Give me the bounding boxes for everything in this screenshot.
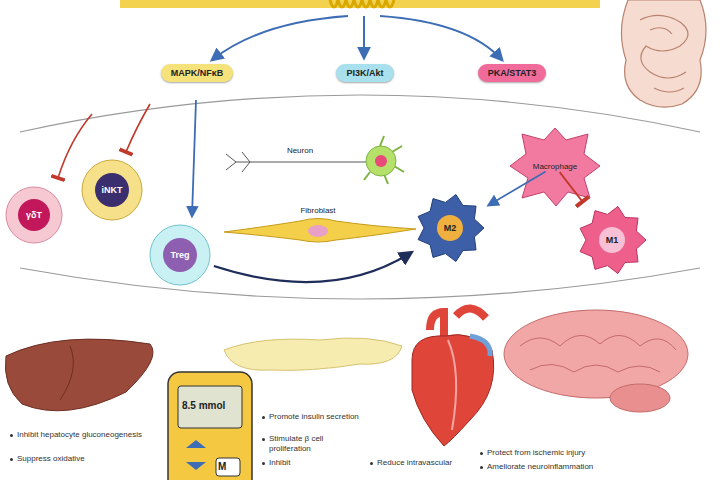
fibroblast-cell xyxy=(224,219,416,243)
inhibit-line xyxy=(58,114,92,178)
receptor xyxy=(330,0,394,7)
effect-text: Stimulate β cell proliferation xyxy=(262,434,362,454)
glucometer xyxy=(168,372,252,480)
macrophage-cell: M2 xyxy=(414,192,486,264)
effect-text: Reduce intravascular xyxy=(377,458,452,468)
bullet-dot xyxy=(10,458,13,461)
pathway-name: PI3K/Akt xyxy=(346,68,383,78)
cell-connector xyxy=(489,172,546,206)
meter-reading: 8.5 mmol xyxy=(182,400,240,412)
pathway-arrow xyxy=(363,16,365,58)
pancreas xyxy=(224,338,402,370)
signal-arc xyxy=(20,268,700,299)
cell-name: Neuron xyxy=(287,146,313,155)
inhibit-line xyxy=(126,104,150,152)
effect-text: Protect from ischemic injury xyxy=(480,448,700,458)
cell-body xyxy=(82,160,142,220)
lymphocyte-cell: Treg xyxy=(148,223,212,287)
cell-nucleus xyxy=(163,238,197,272)
signal-arc xyxy=(20,95,700,132)
pathway-pill: MAPK/NFκB xyxy=(161,64,234,82)
effect-text: Suppress oxidative xyxy=(17,454,85,464)
effect-text: Promote insulin secretion xyxy=(262,412,374,422)
bullet-dot xyxy=(480,466,483,469)
cell-nucleus xyxy=(18,199,50,231)
pathway-pill: PI3K/Akt xyxy=(336,64,393,82)
bullet-dot xyxy=(370,462,373,465)
cell-connector xyxy=(214,252,412,282)
brain xyxy=(504,310,688,412)
effect-text: Inhibit hepatocyte gluconeogenesis xyxy=(10,430,160,440)
membrane xyxy=(120,0,600,8)
cell-nucleus xyxy=(599,227,625,253)
cell-name: Macrophage xyxy=(533,162,577,171)
cell-name: M1 xyxy=(606,235,619,245)
cell-label: Fibroblast xyxy=(298,206,337,215)
liver-lobe xyxy=(60,346,73,400)
effect-text: Ameliorate neuroinflammation xyxy=(480,462,700,472)
cell-name: M2 xyxy=(444,223,457,233)
meter-reading: 8.5 mmol xyxy=(182,400,225,412)
effect-text: Stimulate β cell proliferation xyxy=(269,434,362,454)
activate-line xyxy=(192,100,196,216)
cell-body xyxy=(6,187,62,243)
macrophage-cell: M1 xyxy=(576,204,648,276)
cell-name: Fibroblast xyxy=(300,206,335,215)
bullet-dot xyxy=(10,434,13,437)
cell-nucleus xyxy=(95,173,129,207)
macrophage-cell xyxy=(510,128,600,206)
lymphocyte-cell: γδT xyxy=(4,185,64,245)
cell-connector xyxy=(560,172,583,202)
effect-text: Reduce intravascular xyxy=(370,458,470,468)
effect-text: Inhibit xyxy=(269,458,290,468)
cell-name: iNKT xyxy=(102,185,123,195)
pathway-arrow xyxy=(380,16,502,60)
lymphocyte-cell: iNKT xyxy=(80,158,144,222)
effect-text: Suppress oxidative xyxy=(10,454,160,464)
neuron-cell xyxy=(226,136,404,184)
pathway-pill: PKA/STAT3 xyxy=(478,64,547,82)
cell-body xyxy=(580,207,646,274)
cell-label: Neuron xyxy=(285,146,315,155)
intestine xyxy=(621,0,706,107)
pathway-name: MAPK/NFκB xyxy=(171,68,224,78)
bullet-dot xyxy=(262,416,265,419)
meter-button: M xyxy=(218,461,238,473)
cell-body xyxy=(150,225,210,285)
cell-name: γδT xyxy=(26,210,42,220)
bullet-dot xyxy=(262,462,265,465)
pathway-name: PKA/STAT3 xyxy=(488,68,537,78)
heart xyxy=(412,308,494,446)
cell-name: Treg xyxy=(170,250,189,260)
effect-text: Promote insulin secretion xyxy=(269,412,359,422)
cell-nucleus xyxy=(437,215,463,241)
pathway-arrow xyxy=(212,16,348,60)
effect-text: Inhibit xyxy=(262,458,362,468)
bullet-dot xyxy=(480,452,483,455)
effect-text: Protect from ischemic injury xyxy=(487,448,585,458)
bullet-dot xyxy=(262,438,265,441)
cell-label: Macrophage xyxy=(531,162,579,171)
cell-body xyxy=(418,195,484,262)
effect-text: Ameliorate neuroinflammation xyxy=(487,462,593,472)
liver xyxy=(5,339,153,411)
meter-button: M xyxy=(218,461,226,473)
effect-text: Inhibit hepatocyte gluconeogenesis xyxy=(17,430,142,440)
